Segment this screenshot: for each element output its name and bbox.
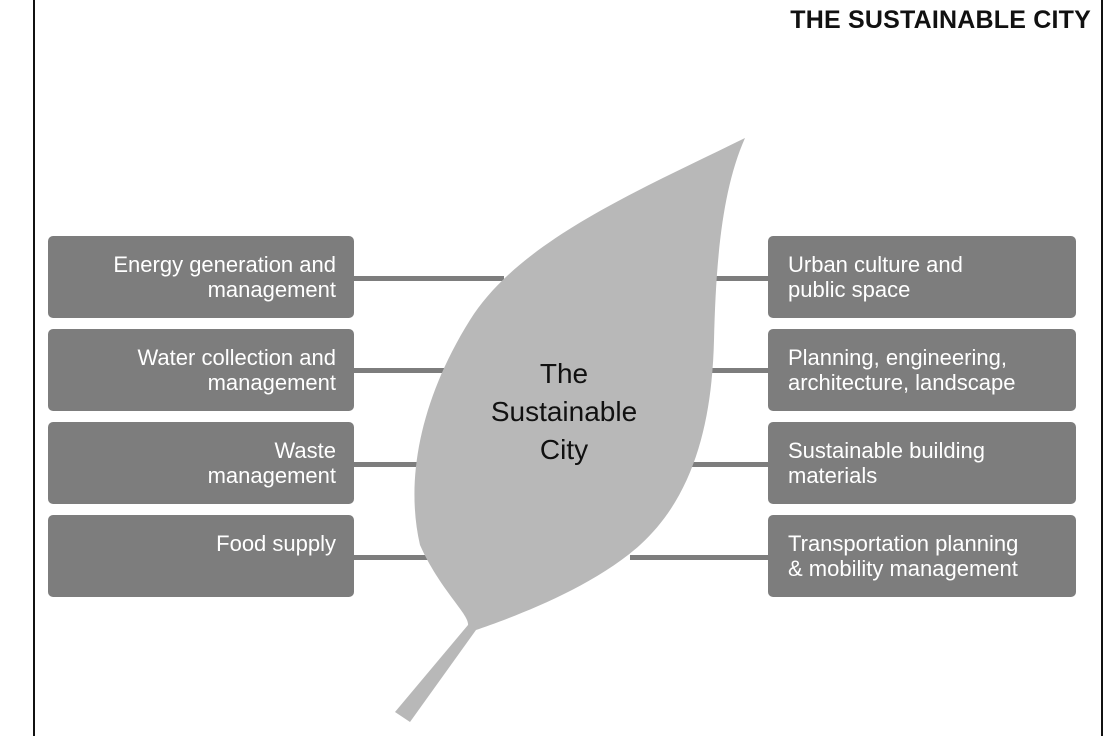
- right-box-materials: Sustainable building materials: [768, 422, 1076, 504]
- right-box-transportation: Transportation planning & mobility manag…: [768, 515, 1076, 597]
- frame-border-left: [33, 0, 35, 736]
- right-box-planning-line-1: Planning, engineering,: [788, 345, 1007, 370]
- center-label-line-3: City: [539, 434, 589, 465]
- right-box-transportation-line-1: Transportation planning: [788, 531, 1019, 556]
- right-box-materials-line-1: Sustainable building: [788, 438, 985, 463]
- left-box-water: Water collection and management: [48, 329, 354, 411]
- right-box-planning: Planning, engineering, architecture, lan…: [768, 329, 1076, 411]
- left-box-food: Food supply: [48, 515, 354, 597]
- left-box-energy: Energy generation and management: [48, 236, 354, 318]
- left-box-energy-line-2: management: [207, 277, 336, 302]
- right-box-urban-culture: Urban culture and public space: [768, 236, 1076, 318]
- connector-line-left-3: [354, 462, 434, 467]
- left-box-water-line-1: Water collection and: [137, 345, 336, 370]
- connector-line-right-2: [700, 368, 768, 373]
- left-box-waste-line-2: management: [207, 463, 336, 488]
- connector-line-right-1: [705, 276, 768, 281]
- connector-line-right-4: [630, 555, 768, 560]
- left-box-energy-line-1: Energy generation and: [113, 252, 336, 277]
- center-label-line-2: Sustainable: [490, 396, 638, 427]
- connector-line-left-1: [354, 276, 504, 281]
- left-box-food-line-1: Food supply: [216, 531, 336, 556]
- leaf-shape: [395, 138, 745, 722]
- center-label: The Sustainable City: [464, 355, 664, 469]
- left-box-water-line-2: management: [207, 370, 336, 395]
- right-box-urban-culture-line-2: public space: [788, 277, 911, 302]
- center-label-line-1: The: [539, 358, 589, 389]
- right-box-urban-culture-line-1: Urban culture and: [788, 252, 963, 277]
- right-box-transportation-line-2: & mobility management: [788, 556, 1018, 581]
- right-box-materials-line-2: materials: [788, 463, 878, 488]
- left-box-waste: Waste management: [48, 422, 354, 504]
- left-box-waste-line-1: Waste: [274, 438, 336, 463]
- diagram-title: THE SUSTAINABLE CITY: [790, 6, 1091, 34]
- connector-line-left-2: [354, 368, 444, 373]
- frame-border-right: [1101, 0, 1103, 736]
- connector-line-right-3: [690, 462, 768, 467]
- connector-line-left-4: [354, 555, 454, 560]
- right-box-planning-line-2: architecture, landscape: [788, 370, 1016, 395]
